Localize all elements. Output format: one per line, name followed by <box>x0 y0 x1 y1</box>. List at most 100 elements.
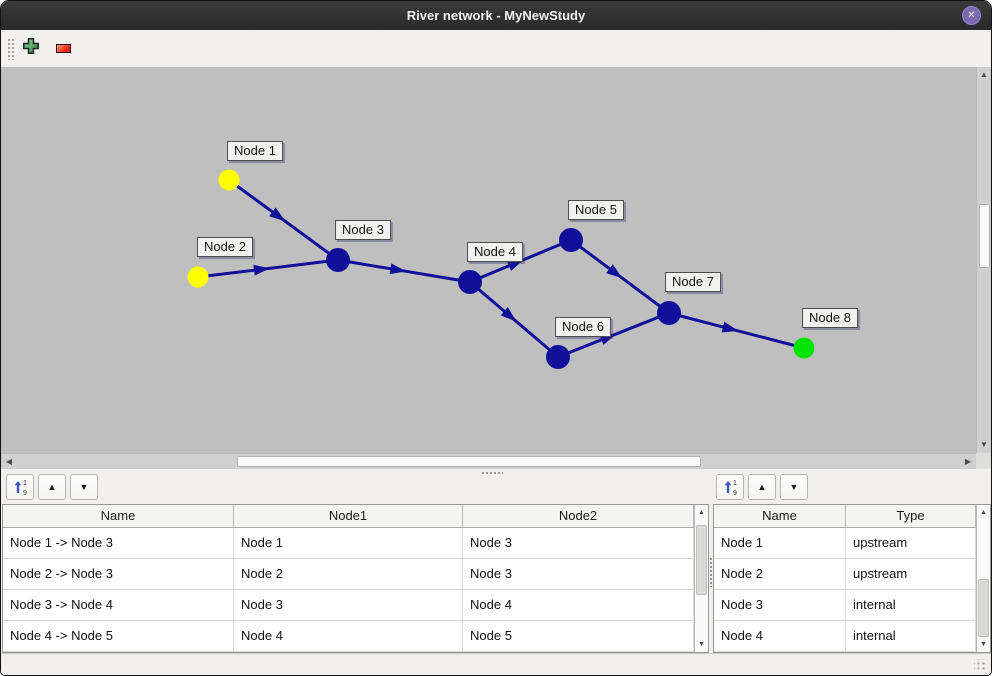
scroll-left-icon[interactable]: ◀ <box>5 457 13 466</box>
table-cell[interactable]: Node 2 -> Node 3 <box>3 559 234 589</box>
svg-text:9: 9 <box>23 490 27 496</box>
scroll-down-icon[interactable]: ▼ <box>980 440 988 449</box>
table-cell[interactable]: Node 4 <box>463 590 694 620</box>
links-move-up-button[interactable]: ▲ <box>38 474 66 500</box>
nodes-scroll-thumb[interactable] <box>978 579 989 637</box>
table-cell[interactable]: Node 2 <box>714 559 846 589</box>
nodes-sort-button[interactable]: 1 9 <box>716 474 744 500</box>
column-header-name[interactable]: Name <box>3 505 234 527</box>
horizontal-splitter-handle[interactable] <box>481 470 503 474</box>
nodes-move-up-button[interactable]: ▲ <box>748 474 776 500</box>
nodes-table-vscrollbar[interactable]: ▲ ▼ <box>976 505 990 652</box>
titlebar[interactable]: River network - MyNewStudy ✕ <box>1 1 991 31</box>
scroll-up-icon[interactable]: ▲ <box>980 70 988 79</box>
window-title: River network - MyNewStudy <box>406 8 586 23</box>
add-plus-icon <box>22 37 40 60</box>
column-header-node2[interactable]: Node2 <box>463 505 694 527</box>
table-cell[interactable]: Node 4 <box>234 621 463 651</box>
close-button[interactable]: ✕ <box>962 6 981 25</box>
table-cell[interactable]: Node 5 <box>463 621 694 651</box>
canvas-hscrollbar[interactable]: ◀ ▶ <box>1 453 976 469</box>
node-node-1[interactable] <box>218 169 240 191</box>
add-node-button[interactable] <box>18 35 44 61</box>
table-cell[interactable]: upstream <box>846 528 976 558</box>
resize-grip[interactable] <box>974 659 987 672</box>
node-label-node-2: Node 2 <box>197 237 253 257</box>
sort-ascending-icon: 1 9 <box>12 477 29 498</box>
scroll-up-icon[interactable]: ▲ <box>698 509 705 516</box>
table-cell[interactable]: internal <box>846 590 976 620</box>
vertical-splitter-handle[interactable] <box>709 557 713 587</box>
move-down-icon: ▼ <box>789 482 799 492</box>
scroll-down-icon[interactable]: ▼ <box>980 641 987 648</box>
table-cell[interactable]: Node 3 <box>463 528 694 558</box>
links-move-down-button[interactable]: ▼ <box>70 474 98 500</box>
table-cell[interactable]: Node 3 <box>714 590 846 620</box>
canvas-vscrollbar[interactable]: ▲ ▼ <box>976 67 991 453</box>
nodes-move-down-button[interactable]: ▼ <box>780 474 808 500</box>
node-label-node-5: Node 5 <box>568 200 624 220</box>
svg-text:1: 1 <box>23 480 27 487</box>
node-label-node-1: Node 1 <box>227 141 283 161</box>
node-label-node-4: Node 4 <box>467 242 523 262</box>
table-cell[interactable]: internal <box>846 621 976 651</box>
table-cell[interactable]: Node 3 <box>234 590 463 620</box>
column-header-node1[interactable]: Node1 <box>234 505 463 527</box>
svg-text:1: 1 <box>733 480 737 487</box>
table-cell[interactable]: upstream <box>846 559 976 589</box>
edge-arrow-icon <box>506 259 524 271</box>
node-node-5[interactable] <box>559 228 583 252</box>
table-cell[interactable]: Node 3 -> Node 4 <box>3 590 234 620</box>
node-node-2[interactable] <box>187 266 209 288</box>
links-scroll-thumb[interactable] <box>696 525 707 595</box>
move-up-icon: ▲ <box>47 482 57 492</box>
table-cell[interactable]: Node 4 -> Node 5 <box>3 621 234 651</box>
table-cell[interactable]: Node 4 <box>714 621 846 651</box>
scroll-up-icon[interactable]: ▲ <box>980 509 987 516</box>
network-canvas[interactable]: Node 1 Node 2 Node 3 Node 4 Node 5 Node 6 Node… <box>1 67 976 453</box>
edge-arrow-icon <box>253 264 270 276</box>
scroll-right-icon[interactable]: ▶ <box>964 457 972 466</box>
links-table-vscrollbar[interactable]: ▲ ▼ <box>694 505 708 652</box>
node-node-7[interactable] <box>657 301 681 325</box>
scrollbar-corner <box>976 453 991 469</box>
node-node-8[interactable] <box>793 337 815 359</box>
links-sort-button[interactable]: 1 9 <box>6 474 34 500</box>
canvas-hscroll-thumb[interactable] <box>237 456 701 467</box>
node-label-node-3: Node 3 <box>335 220 391 240</box>
node-label-node-7: Node 7 <box>665 272 721 292</box>
table-cell[interactable]: Node 1 <box>714 528 846 558</box>
edge-arrow-icon <box>389 263 407 275</box>
edge-arrow-icon <box>721 321 739 333</box>
column-header-name[interactable]: Name <box>714 505 846 527</box>
canvas-vscroll-thumb[interactable] <box>979 204 990 268</box>
table-cell[interactable]: Node 3 <box>463 559 694 589</box>
table-cell[interactable]: Node 2 <box>234 559 463 589</box>
node-label-node-6: Node 6 <box>555 317 611 337</box>
toolbar-drag-handle[interactable] <box>7 38 15 60</box>
column-header-type[interactable]: Type <box>846 505 976 527</box>
scroll-down-icon[interactable]: ▼ <box>698 641 705 648</box>
node-node-6[interactable] <box>546 345 570 369</box>
node-node-4[interactable] <box>458 270 482 294</box>
table-cell[interactable]: Node 1 -> Node 3 <box>3 528 234 558</box>
table-cell[interactable]: Node 1 <box>234 528 463 558</box>
move-up-icon: ▲ <box>757 482 767 492</box>
main-toolbar <box>1 30 991 68</box>
node-node-3[interactable] <box>326 248 350 272</box>
remove-node-button[interactable] <box>50 35 76 61</box>
edge-arrow-icon <box>500 307 517 322</box>
svg-text:9: 9 <box>733 490 737 496</box>
